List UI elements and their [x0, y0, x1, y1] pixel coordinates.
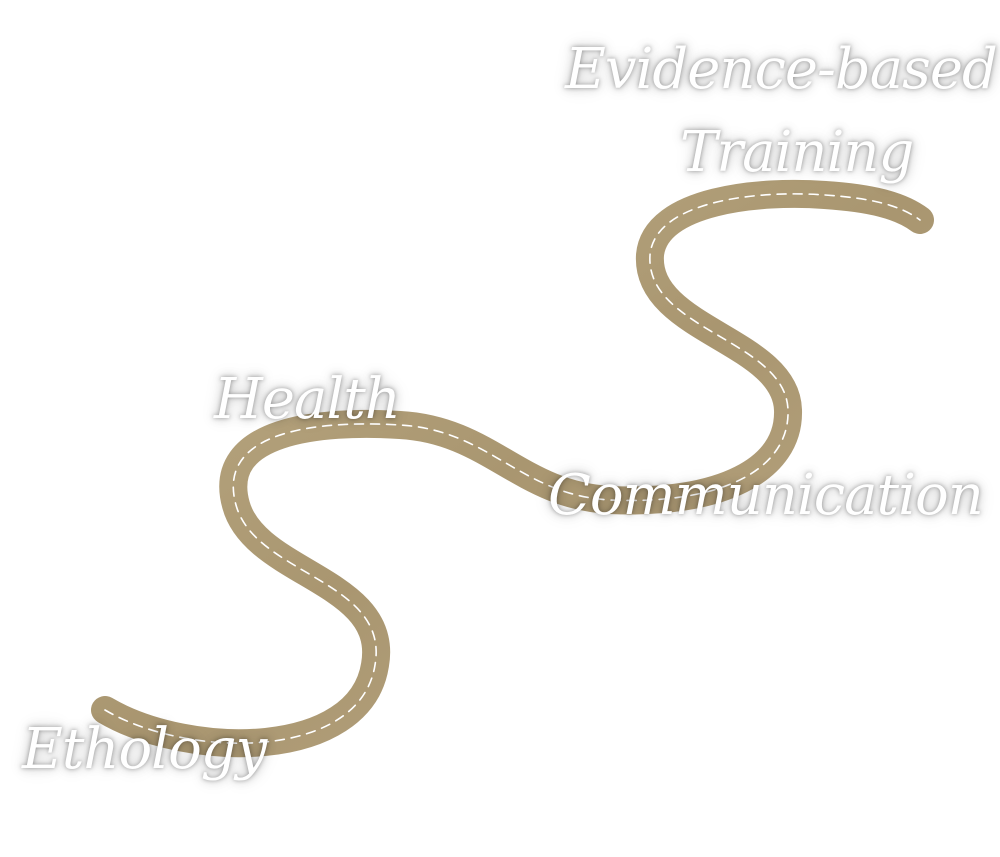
stage-label-training: Training — [680, 120, 914, 185]
stage-label-health: Health — [214, 367, 401, 432]
road-center-dashes — [104, 193, 921, 744]
stage-label-evidence-based: Evidence-based — [565, 37, 998, 102]
stage-label-communication: Communication — [548, 463, 984, 528]
stage-label-ethology: Ethology — [22, 717, 267, 782]
